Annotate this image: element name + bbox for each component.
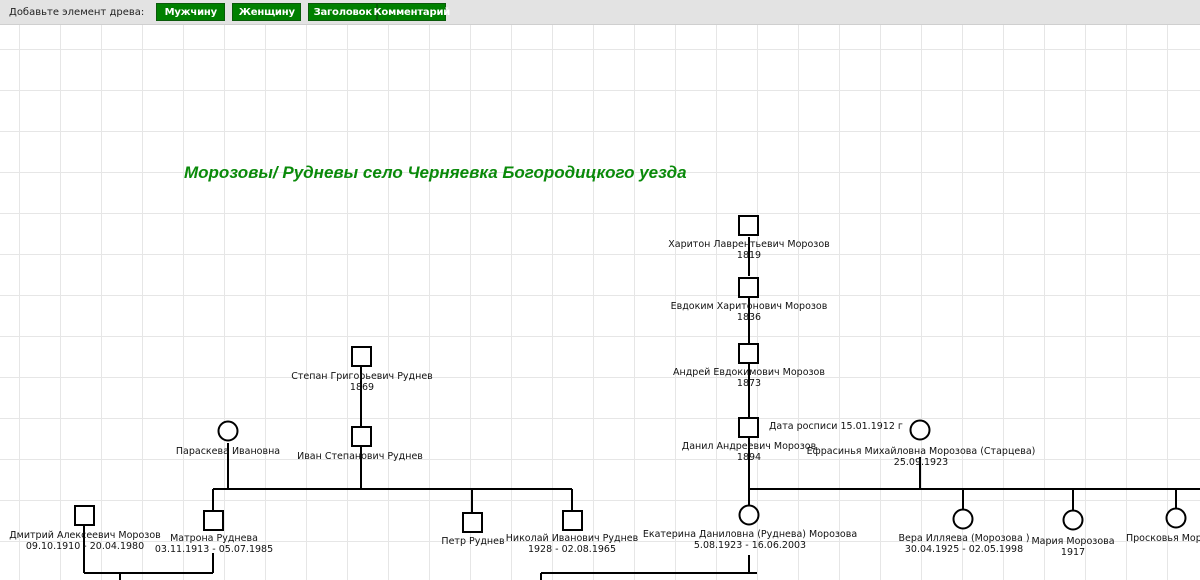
label-stepan[interactable]: Степан Григорьевич Руднев 1869 (291, 371, 433, 393)
person-efrasinya-icon (909, 419, 931, 441)
person-andrey-icon (738, 343, 759, 364)
label-evdokim[interactable]: Евдоким Харитонович Морозов 1836 (671, 301, 828, 323)
dates-danil: 1894 (736, 452, 762, 463)
person-evdokim-icon (738, 277, 759, 298)
marriage-comment[interactable]: Дата росписи 15.01.1912 г (769, 421, 903, 432)
person-proskovya-icon (1165, 507, 1187, 529)
name-andrey: Андрей Евдокимович Морозов (673, 367, 825, 378)
label-proskovya[interactable]: Просковья Морозова (1126, 533, 1200, 544)
person-stepan-icon (351, 346, 372, 367)
add-man-button[interactable]: Мужчину (156, 3, 226, 21)
label-ivan[interactable]: Иван Степанович Руднев (297, 451, 423, 462)
name-dmitry: Дмитрий Алексеевич Морозов (9, 530, 161, 541)
add-comment-button[interactable]: Комментарий (373, 3, 450, 21)
name-nikolay: Николай Иванович Руднев (505, 533, 639, 544)
name-matrona: Матрона Руднева (170, 533, 258, 544)
person-ekaterina-icon (738, 504, 760, 526)
person-dmitry-icon (74, 505, 95, 526)
label-ekaterina[interactable]: Екатерина Даниловна (Руднева) Морозова 5… (643, 529, 857, 551)
dates-andrey: 1873 (736, 378, 762, 389)
label-khariton[interactable]: Харитон Лаврентьевич Морозов 1819 (668, 239, 829, 261)
name-proskovya: Просковья Морозова (1126, 533, 1200, 544)
name-khariton: Харитон Лаврентьевич Морозов (668, 239, 830, 250)
name-danil: Данил Андреевич Морозов (681, 441, 817, 452)
dates-vera: 30.04.1925 - 02.05.1998 (904, 544, 1024, 555)
person-ivan-icon (351, 426, 372, 447)
dates-ekaterina: 5.08.1923 - 16.06.2003 (693, 540, 807, 551)
label-efrasinya[interactable]: Ефрасинья Михайловна Морозова (Старцева)… (807, 446, 1036, 468)
name-ivan: Иван Степанович Руднев (297, 451, 423, 462)
dates-efrasinya: 25.09.1923 (893, 457, 949, 468)
tree-canvas[interactable]: Морозовы/ Рудневы село Черняевка Богород… (0, 25, 1200, 580)
label-andrey[interactable]: Андрей Евдокимович Морозов 1873 (673, 367, 825, 389)
name-stepan: Степан Григорьевич Руднев (291, 371, 433, 382)
person-vera-icon (952, 508, 974, 530)
person-khariton-icon (738, 215, 759, 236)
label-matrona[interactable]: Матрона Руднева 03.11.1913 - 05.07.1985 (155, 533, 273, 555)
label-paraskeva[interactable]: Параскева Ивановна (176, 446, 280, 457)
name-evdokim: Евдоким Харитонович Морозов (670, 301, 828, 312)
dates-evdokim: 1836 (736, 312, 762, 323)
person-paraskeva-icon (217, 420, 239, 442)
person-petr-icon (462, 512, 483, 533)
dates-stepan: 1869 (349, 382, 375, 393)
dates-khariton: 1819 (736, 250, 762, 261)
dates-matrona: 03.11.1913 - 05.07.1985 (154, 544, 274, 555)
dates-nikolay: 1928 - 02.08.1965 (527, 544, 617, 555)
person-danil-icon (738, 417, 759, 438)
label-danil[interactable]: Данил Андреевич Морозов 1894 (682, 441, 816, 463)
label-mariya[interactable]: Мария Морозова 1917 (1031, 536, 1114, 558)
label-dmitry[interactable]: Дмитрий Алексеевич Морозов 09.10.1910 - … (9, 530, 160, 552)
label-vera[interactable]: Вера Илляева (Морозова ) 30.04.1925 - 02… (898, 533, 1029, 555)
person-matrona-icon (203, 510, 224, 531)
dates-dmitry: 09.10.1910 - 20.04.1980 (25, 541, 145, 552)
name-ekaterina: Екатерина Даниловна (Руднева) Морозова (642, 529, 858, 540)
person-nikolay-icon (562, 510, 583, 531)
tree-title[interactable]: Морозовы/ Рудневы село Черняевка Богород… (184, 163, 687, 182)
toolbar-label: Добавьте элемент древа: (9, 6, 145, 18)
name-petr: Петр Руднев (441, 536, 505, 547)
dates-mariya: 1917 (1060, 547, 1086, 558)
person-mariya-icon (1062, 509, 1084, 531)
name-mariya: Мария Морозова (1031, 536, 1115, 547)
name-vera: Вера Илляева (Морозова ) (898, 533, 1030, 544)
toolbar: Добавьте элемент древа: Мужчину Женщину … (0, 0, 1200, 25)
tree-connectors (74, 215, 1200, 580)
add-heading-button[interactable]: Заголовок (308, 3, 378, 21)
label-petr[interactable]: Петр Руднев (441, 536, 504, 547)
name-efrasinya: Ефрасинья Михайловна Морозова (Старцева) (806, 446, 1036, 457)
label-nikolay[interactable]: Николай Иванович Руднев 1928 - 02.08.196… (506, 533, 639, 555)
add-woman-button[interactable]: Женщину (232, 3, 302, 21)
name-paraskeva: Параскева Ивановна (175, 446, 281, 457)
